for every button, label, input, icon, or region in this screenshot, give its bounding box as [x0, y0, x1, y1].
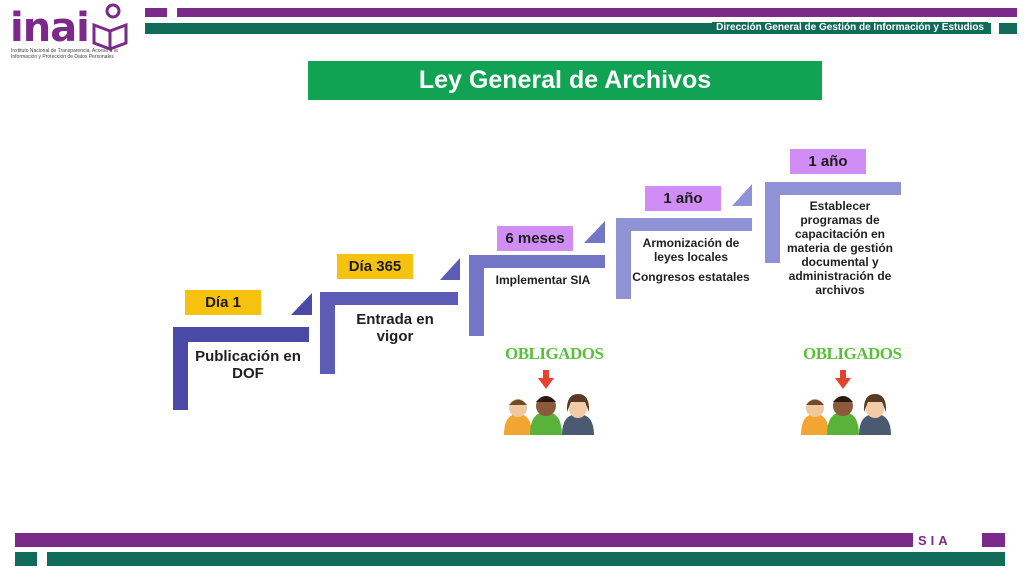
step-3-shape: [469, 221, 605, 336]
step-2-shape: [320, 258, 460, 374]
header-bar-teal-small: [999, 23, 1017, 34]
tag-dia-365: Día 365: [337, 254, 413, 279]
step-1-shape: [173, 293, 312, 410]
inai-logo-text: inai: [10, 5, 90, 51]
footer-sia-label: SIA: [918, 533, 952, 548]
tag-1-ano-b: 1 año: [790, 149, 866, 174]
header-bar-teal: [145, 23, 991, 34]
page-title: Ley General de Archivos: [308, 61, 822, 100]
step-4-shape: [616, 184, 752, 299]
step-5-text: Establecer programas de capacitación en …: [786, 199, 894, 297]
tag-6-meses: 6 meses: [497, 226, 573, 251]
tag-1-ano-a: 1 año: [645, 186, 721, 211]
step-3-text: Implementar SIA: [495, 273, 591, 287]
header-bar-purple: [177, 8, 1017, 17]
tag-dia-1: Día 1: [185, 290, 261, 315]
header-caption: Dirección General de Gestión de Informac…: [712, 22, 988, 34]
down-arrow-icon: [835, 370, 851, 389]
obligados-label-1: OBLIGADOS: [505, 344, 604, 363]
footer-bar-teal: [47, 552, 1005, 566]
people-group-icon: [504, 394, 594, 435]
step-4-text-line-2: Congresos estatales: [632, 270, 750, 284]
obligados-label-2: OBLIGADOS: [803, 344, 902, 363]
footer-bar-purple-small: [982, 533, 1005, 547]
step-1-text: Publicación en DOF: [195, 348, 301, 382]
inai-logo-subtitle: Instituto Nacional de Transparencia, Acc…: [11, 48, 118, 60]
step-5-shape: [765, 182, 901, 263]
inai-logo-icon: [92, 3, 128, 51]
people-group-icon: [801, 394, 891, 435]
footer-bar-purple: [15, 533, 913, 547]
step-4-text-line-1: Armonización de leyes locales: [642, 236, 740, 264]
header-bar-purple-small: [145, 8, 167, 17]
step-2-text: Entrada en vigor: [356, 311, 434, 345]
down-arrow-icon: [538, 370, 554, 389]
footer-bar-teal-small: [15, 552, 37, 566]
